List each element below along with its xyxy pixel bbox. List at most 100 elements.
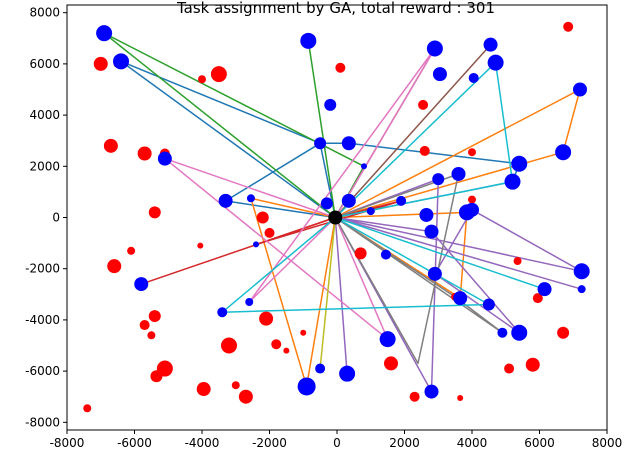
unassigned-task-point [256, 211, 269, 224]
y-tick-label: 8000 [29, 6, 60, 20]
assigned-task-point [366, 207, 375, 216]
unassigned-task-point [148, 206, 161, 219]
unassigned-task-point [563, 21, 574, 32]
y-tick-label: -6000 [25, 364, 60, 378]
x-tick-label: 4000 [457, 436, 488, 450]
x-tick-label: 0 [333, 436, 341, 450]
unassigned-task-point [231, 381, 240, 390]
assigned-task-point [341, 136, 356, 151]
unassigned-task-point [93, 56, 108, 71]
assigned-task-point [482, 298, 495, 311]
assigned-task-point [468, 72, 479, 83]
unassigned-task-point [221, 337, 237, 354]
route-line-15 [164, 157, 336, 219]
x-tick-label: 8000 [592, 436, 623, 450]
route-line-22 [221, 216, 490, 313]
unassigned-task-point [418, 99, 429, 110]
assigned-task-point [487, 54, 504, 71]
y-tick-label: 6000 [29, 57, 60, 71]
assigned-task-point [396, 195, 407, 206]
unassigned-task-point [504, 363, 515, 374]
x-tick-label: 2000 [389, 436, 420, 450]
unassigned-task-point [198, 75, 206, 84]
unassigned-task-point [156, 360, 173, 377]
y-tick-label: 2000 [29, 159, 60, 173]
assigned-task-point [157, 151, 172, 166]
assigned-task-point [246, 194, 255, 203]
assigned-task-point [217, 307, 228, 318]
unassigned-task-point [468, 195, 476, 204]
unassigned-task-point [137, 146, 152, 161]
assigned-tasks [96, 25, 590, 399]
assigned-task-point [379, 331, 396, 348]
assigned-task-point [453, 291, 468, 306]
x-tick-label: -8000 [50, 436, 85, 450]
unassigned-task-point [525, 357, 540, 372]
unassigned-task-point [196, 382, 211, 397]
unassigned-task-point [557, 326, 570, 339]
routes-layer [103, 32, 583, 393]
unassigned-task-point [107, 259, 122, 274]
unassigned-task-point [283, 347, 290, 354]
depot-layer [328, 210, 343, 225]
x-tick-label: -4000 [185, 436, 220, 450]
unassigned-task-point [83, 404, 92, 413]
assigned-task-point [483, 37, 498, 52]
assigned-task-point [96, 25, 113, 42]
unassigned-task-point [513, 257, 522, 266]
unassigned-task-point [259, 311, 274, 326]
route-line-2 [334, 88, 581, 219]
unassigned-task-point [271, 339, 282, 350]
assigned-task-point [324, 98, 337, 111]
y-tick-label: -4000 [25, 313, 60, 327]
unassigned-task-point [103, 138, 118, 153]
y-tick-label: -2000 [25, 262, 60, 276]
x-tick-label: -6000 [117, 436, 152, 450]
assigned-task-point [537, 282, 552, 297]
unassigned-task-point [147, 331, 156, 340]
assigned-task-point [419, 207, 434, 222]
assigned-task-point [341, 193, 356, 208]
assigned-task-point [432, 67, 447, 82]
y-tick-label: 0 [52, 211, 60, 225]
unassigned-task-point [384, 356, 398, 371]
assigned-task-point [380, 249, 391, 260]
x-axis: -8000 -6000 -4000 -2000 0 2000 4000 6000 8000 [50, 430, 623, 450]
route-line-18 [334, 216, 504, 334]
assigned-task-point [511, 155, 528, 172]
unassigned-task-point [409, 391, 420, 402]
x-tick-label: -2000 [252, 436, 287, 450]
assigned-task-point [424, 224, 439, 239]
unassigned-task-point [139, 320, 150, 331]
route-line-16 [248, 47, 436, 303]
assigned-task-point [427, 266, 442, 281]
route-line-3 [250, 197, 337, 388]
assigned-task-point [315, 363, 326, 374]
unassigned-task-point [238, 389, 253, 404]
assigned-task-point [113, 53, 129, 70]
assigned-task-point [361, 163, 367, 170]
assigned-task-point [497, 327, 508, 338]
unassigned-task-point [532, 293, 543, 304]
assigned-task-point [339, 365, 356, 382]
assigned-task-point [424, 384, 439, 399]
assigned-task-point [465, 202, 479, 217]
unassigned-task-point [197, 242, 204, 249]
assigned-task-point [504, 173, 521, 190]
x-tick-label: 6000 [524, 436, 555, 450]
unassigned-task-point [419, 145, 430, 156]
unassigned-task-point [354, 247, 367, 260]
route-line-23 [334, 61, 514, 219]
unassigned-task-point [300, 329, 307, 336]
y-tick-label: -8000 [25, 415, 60, 429]
route-line-12 [335, 216, 583, 290]
assigned-task-point [573, 82, 587, 97]
assigned-task-point [218, 193, 233, 208]
assigned-task-point [573, 263, 590, 280]
assigned-task-point [314, 137, 327, 150]
assigned-task-point [320, 197, 333, 210]
assigned-task-point [432, 173, 445, 186]
assigned-task-point [253, 241, 259, 248]
unassigned-task-point [468, 148, 476, 157]
